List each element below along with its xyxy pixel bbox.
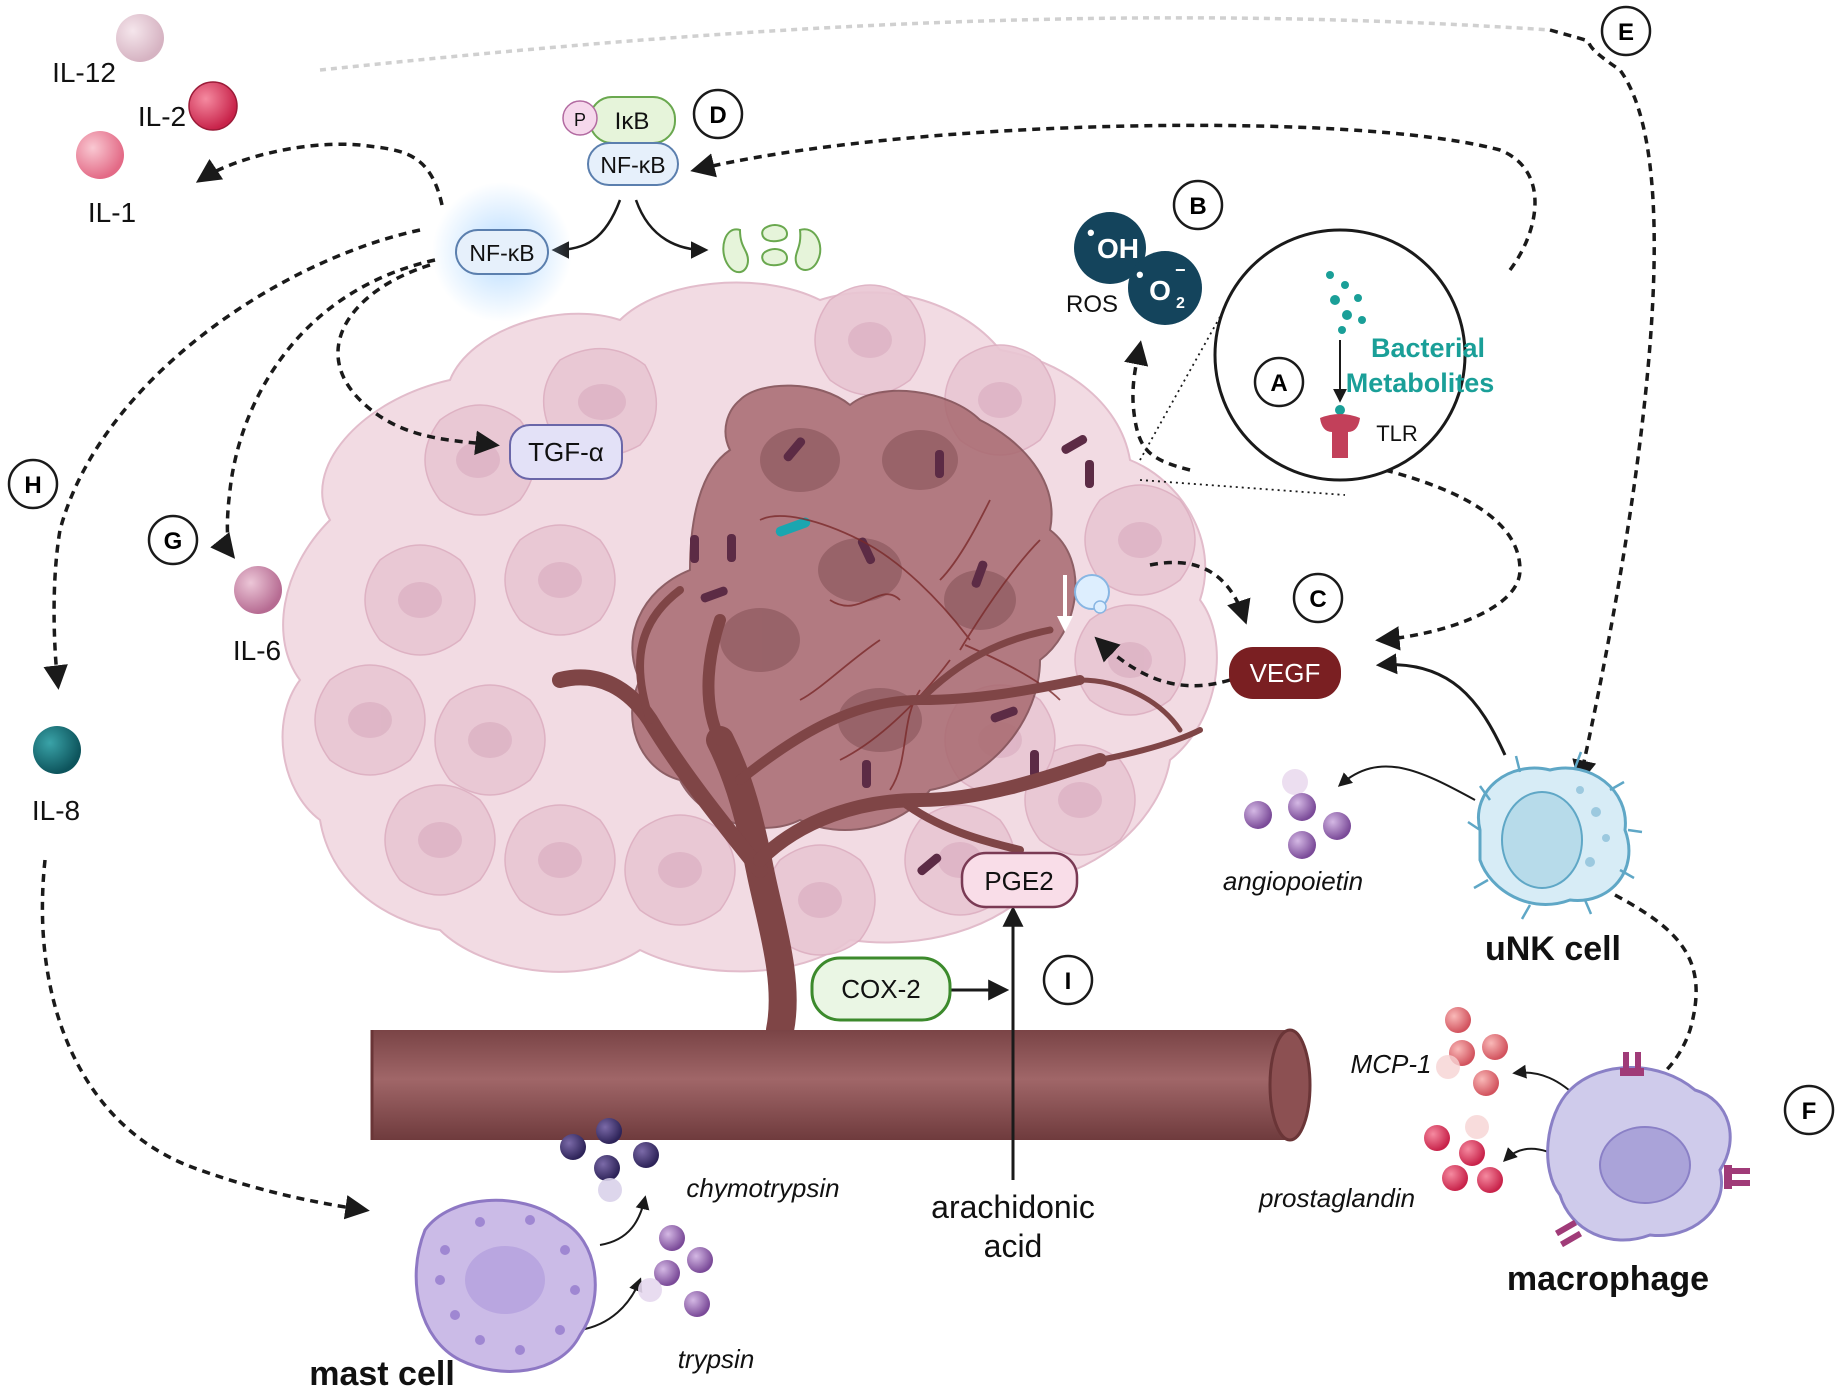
svg-text:TGF-α: TGF-α — [528, 437, 604, 467]
svg-text:ROS: ROS — [1066, 291, 1118, 318]
ros-cluster: OH • O 2 − • ROS — [1066, 212, 1202, 325]
svg-text:VEGF: VEGF — [1250, 658, 1321, 688]
svg-text:2: 2 — [1176, 295, 1185, 312]
cytokine-il1: IL-1 — [76, 131, 136, 228]
cytokine-il2: IL-2 — [138, 81, 238, 132]
marker-a: A — [1253, 356, 1305, 408]
cox2: COX-2 — [810, 956, 952, 1022]
svg-text:IκB: IκB — [615, 108, 650, 135]
svg-text:I: I — [1065, 968, 1072, 995]
svg-text:C: C — [1309, 586, 1326, 613]
trypsin-cluster: trypsin — [638, 1225, 754, 1374]
svg-text:IL-2: IL-2 — [138, 101, 186, 132]
svg-text:trypsin: trypsin — [678, 1344, 755, 1374]
macrophage-cell: macrophage — [1507, 1052, 1750, 1298]
svg-text:PGE2: PGE2 — [984, 866, 1053, 896]
svg-text:IL-6: IL-6 — [233, 635, 281, 666]
svg-text:E: E — [1618, 19, 1634, 46]
svg-text:−: − — [1175, 260, 1186, 280]
pge2: PGE2 — [960, 851, 1079, 909]
svg-text:TLR: TLR — [1376, 421, 1418, 446]
tlr-receptor — [1320, 405, 1360, 458]
svg-text:H: H — [24, 472, 41, 499]
nfkb-free: NF-κB — [432, 182, 572, 322]
svg-text:G: G — [164, 528, 183, 555]
svg-text:arachidonic: arachidonic — [931, 1189, 1095, 1225]
marker-i: I — [1042, 954, 1094, 1006]
svg-text:NF-κB: NF-κB — [600, 152, 665, 178]
svg-text:OH: OH — [1097, 233, 1139, 264]
ikb-nfkb-complex: IκB P NF-κB — [562, 96, 679, 186]
cytokine-il12: IL-12 — [52, 14, 164, 88]
mast-cell: mast cell — [309, 1198, 597, 1393]
ikb-degradation-fragments — [722, 224, 822, 274]
svg-text:prostaglandin: prostaglandin — [1258, 1183, 1415, 1213]
vegf: VEGF — [1229, 647, 1341, 699]
svg-text:•: • — [1136, 262, 1144, 287]
svg-text:COX-2: COX-2 — [841, 974, 920, 1004]
cytokine-il8: IL-8 — [32, 726, 81, 826]
vascular-tree — [552, 586, 1203, 1044]
angiopoietin-cluster: angiopoietin — [1223, 769, 1363, 896]
svg-text:uNK cell: uNK cell — [1485, 930, 1621, 968]
svg-text:A: A — [1270, 370, 1287, 397]
bacterial-inset: Bacterial Metabolites TLR — [1213, 228, 1495, 482]
marker-e: E — [1600, 5, 1652, 57]
svg-text:D: D — [709, 102, 726, 129]
svg-text:MCP-1: MCP-1 — [1351, 1049, 1432, 1079]
svg-text:Bacterial: Bacterial — [1371, 333, 1485, 363]
marker-g: G — [147, 514, 199, 566]
marker-h: H — [7, 458, 59, 510]
marker-d: D — [692, 88, 744, 140]
mcp1-cluster: MCP-1 — [1351, 1007, 1508, 1096]
svg-text:O: O — [1149, 275, 1171, 306]
svg-text:NF-κB: NF-κB — [469, 240, 534, 266]
svg-text:chymotrypsin: chymotrypsin — [686, 1173, 839, 1203]
svg-text:angiopoietin: angiopoietin — [1223, 866, 1363, 896]
tumor-core — [631, 384, 1110, 876]
svg-text:P: P — [574, 110, 586, 130]
svg-text:acid: acid — [984, 1228, 1043, 1264]
arachidonic-acid-label: arachidonic acid — [931, 1189, 1095, 1264]
svg-text:F: F — [1802, 1098, 1817, 1125]
svg-text:Metabolites: Metabolites — [1346, 368, 1495, 398]
marker-f: F — [1783, 1084, 1835, 1136]
svg-text:IL-8: IL-8 — [32, 795, 80, 826]
svg-text:macrophage: macrophage — [1507, 1260, 1709, 1298]
tgf-alpha: TGF-α — [509, 424, 623, 480]
svg-text:B: B — [1189, 193, 1206, 220]
unk-cell: uNK cell — [1467, 751, 1643, 968]
connector-arrows — [40, 16, 1698, 1331]
prostaglandin-cluster: prostaglandin — [1258, 1115, 1503, 1213]
marker-b: B — [1172, 179, 1224, 231]
svg-text:IL-12: IL-12 — [52, 57, 116, 88]
blood-vessel — [370, 1028, 1312, 1142]
svg-text:mast cell: mast cell — [309, 1355, 455, 1393]
marker-c: C — [1292, 572, 1344, 624]
chymotrypsin-cluster: chymotrypsin — [560, 1118, 840, 1203]
svg-text:•: • — [1087, 220, 1095, 245]
cytokine-il6: IL-6 — [233, 566, 282, 666]
svg-text:IL-1: IL-1 — [88, 197, 136, 228]
